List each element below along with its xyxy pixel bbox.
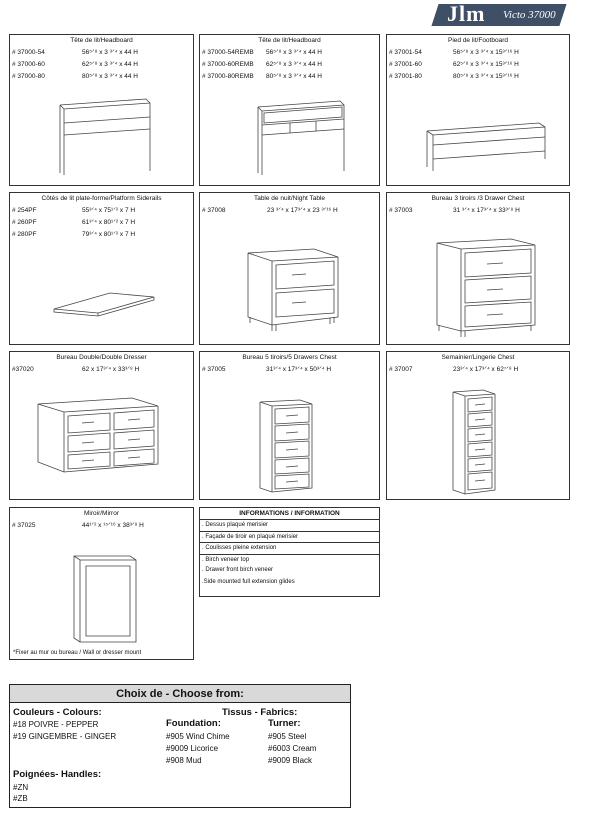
5-drawer-chest-drawing: [259, 399, 313, 493]
product-footboard: Pied de lit/Footboard # 37001-54 # 37001…: [386, 34, 570, 186]
product-dimensions: 61³ᐟ⁴ x 80¹ᐟ² x 7 H: [82, 219, 136, 226]
product-dimensions: 23 ³ᐟ⁴ x 17³ᐟ⁴ x 23 ³ᐟ¹⁶ H: [267, 207, 338, 214]
product-siderails: Côtés de lit plate-forme/Platform Sidera…: [9, 192, 194, 345]
product-title: Côtés de lit plate-forme/Platform Sidera…: [41, 195, 162, 202]
logo-text: Jlm: [447, 1, 486, 26]
lingerie-chest-drawing: [452, 389, 496, 495]
product-code: # 37008: [202, 207, 226, 214]
foundation-option: #908 Mud: [166, 756, 202, 765]
info-fr-line: . Coulisses pleine extension: [200, 542, 379, 554]
product-dimensions: 31³ᐟ⁴ x 17³ᐟ⁴ x 50³ᐟ⁴ H: [266, 366, 332, 373]
info-en-line: . Drawer front birch veneer: [202, 567, 274, 573]
product-title: Pied de lit/Footboard: [448, 37, 508, 44]
product-dimensions: 62⁵ᐟ⁸ x 3 ³ᐟ⁴ x 15³ᐟ¹⁶ H: [453, 61, 519, 68]
options-title: Choix de - Choose from:: [10, 685, 350, 703]
product-nightstand: Table de nuit/Night Table # 37008 23 ³ᐟ⁴…: [199, 192, 380, 345]
product-dimensions: 80⁵ᐟ⁸ x 3 ³ᐟ⁴ x 44 H: [266, 73, 323, 80]
product-code: # 37025: [12, 522, 36, 529]
product-title: Bureau 5 tiroirs/5 Drawers Chest: [242, 354, 337, 361]
handles-label: Poignées- Handles:: [13, 769, 102, 780]
brand-logo: Jlm Victo 37000: [431, 1, 567, 26]
product-3-drawer-chest: Bureau 3 tiroirs /3 Drawer Chest # 37003…: [386, 192, 570, 345]
product-dimensions: 31 ³ᐟ⁴ x 17³ᐟ⁴ x 33³ᐟ⁸ H: [453, 207, 520, 214]
info-fr-line: . Dessus plaqué merisier: [200, 519, 379, 531]
colour-option: #19 GINGEMBRE - GINGER: [13, 732, 117, 741]
turner-option: #905 Steel: [268, 732, 307, 741]
product-code: # 37007: [389, 366, 413, 373]
product-headboard: Tête de lit/Headboard # 37000-54 # 37000…: [9, 34, 194, 186]
product-code: #37020: [12, 366, 34, 373]
product-title: Bureau 3 tiroirs /3 Drawer Chest: [431, 195, 525, 202]
product-dimensions: 62⁵ᐟ⁸ x 3 ³ᐟ⁴ x 44 H: [266, 61, 323, 68]
handle-option: #ZB: [13, 794, 28, 803]
product-code: # 37000-60: [12, 61, 45, 68]
mirror-drawing: [73, 555, 137, 643]
colours-label: Couleurs - Colours:: [13, 707, 102, 718]
product-title: Semainier/Lingerie Chest: [441, 354, 515, 361]
mirror-mount-note: *Fixer au mur ou bureau / Wall or dresse…: [13, 650, 142, 656]
product-dimensions: 56⁵ᐟ⁸ x 3 ³ᐟ⁴ x 44 H: [266, 49, 323, 56]
product-double-dresser: Bureau Double/Double Dresser #37020 62 x…: [9, 351, 194, 500]
product-dimensions: 62 x 17³ᐟ⁴ x 33³ᐟ⁸ H: [82, 366, 140, 373]
model-name: Victo 37000: [503, 9, 556, 21]
product-lingerie-chest: Semainier/Lingerie Chest # 37007 23³ᐟ⁴ x…: [386, 351, 570, 500]
product-title: Bureau Double/Double Dresser: [56, 354, 147, 361]
colour-option: #18 POIVRE - PEPPER: [13, 720, 99, 729]
foundation-option: #9009 Licorice: [166, 744, 219, 753]
product-code: # 37000-80: [12, 73, 45, 80]
product-headboard-storage: Tête de lit/Headboard # 37000-54REMB # 3…: [199, 34, 380, 186]
foundation-option: #905 Wind Chime: [166, 732, 230, 741]
info-en-line: . Birch veneer top: [200, 553, 379, 566]
product-code: # 280PF: [12, 231, 37, 238]
options-box: Choix de - Choose from: Couleurs - Colou…: [9, 684, 351, 808]
product-title: Tête de lit/Headboard: [258, 37, 321, 44]
turner-option: #9009 Black: [268, 756, 313, 765]
foundation-label: Foundation:: [166, 718, 221, 729]
product-dimensions: 62⁵ᐟ⁸ x 3 ³ᐟ⁴ x 44 H: [82, 61, 139, 68]
product-dimensions: 80⁵ᐟ⁸ x 3 ³ᐟ⁴ x 44 H: [82, 73, 139, 80]
product-title: Tête de lit/Headboard: [70, 37, 133, 44]
headboard-drawing: [59, 98, 151, 175]
product-5-drawer-chest: Bureau 5 tiroirs/5 Drawers Chest # 37005…: [199, 351, 380, 500]
turner-option: #6003 Cream: [268, 744, 317, 753]
product-dimensions: 56⁵ᐟ⁸ x 3 ³ᐟ⁴ x 15³ᐟ¹⁶ H: [453, 49, 519, 56]
product-mirror: Miroir/Mirror # 37025 44¹ᐟ² x ¹⁵ᐟ¹⁶ x 38…: [9, 507, 194, 660]
information-box: INFORMATIONS / INFORMATION . Dessus plaq…: [199, 507, 380, 597]
nightstand-drawing: [247, 248, 339, 331]
product-code: # 37005: [202, 366, 226, 373]
product-code: # 37001-54: [389, 49, 422, 56]
3-drawer-chest-drawing: [436, 238, 536, 337]
information-title: INFORMATIONS / INFORMATION: [239, 510, 340, 517]
double-dresser-drawing: [37, 397, 159, 473]
siderails-drawing: [53, 292, 155, 317]
product-dimensions: 56⁵ᐟ⁸ x 3 ³ᐟ⁴ x 44 H: [82, 49, 139, 56]
product-code: # 254PF: [12, 207, 37, 214]
product-code: # 37000-54: [12, 49, 45, 56]
product-code: # 37003: [389, 207, 413, 214]
product-code: # 260PF: [12, 219, 37, 226]
product-code: # 37000-80REMB: [202, 73, 254, 80]
turner-label: Turner:: [268, 718, 301, 729]
product-dimensions: 55³ᐟ⁴ x 75¹ᐟ² x 7 H: [82, 207, 136, 214]
footboard-drawing: [426, 122, 546, 171]
product-code: # 37000-60REMB: [202, 61, 254, 68]
info-fr-line: . Façade de tiroir en plaqué merisier: [200, 530, 379, 543]
product-dimensions: 80⁵ᐟ⁸ x 3 ³ᐟ⁴ x 15³ᐟ¹⁶ H: [453, 73, 519, 80]
headboard-storage-drawing: [257, 100, 345, 175]
handle-option: #ZN: [13, 783, 29, 792]
fabrics-label: Tissus - Fabrics:: [222, 707, 298, 718]
product-code: # 37000-54REMB: [202, 49, 254, 56]
product-code: # 37001-80: [389, 73, 422, 80]
product-dimensions: 79³ᐟ⁴ x 80¹ᐟ² x 7 H: [82, 231, 136, 238]
product-code: # 37001-60: [389, 61, 422, 68]
product-dimensions: 23³ᐟ⁴ x 17³ᐟ⁴ x 62⁷ᐟ⁸ H: [453, 366, 519, 373]
product-title: Miroir/Mirror: [83, 510, 120, 517]
product-dimensions: 44¹ᐟ² x ¹⁵ᐟ¹⁶ x 38³ᐟ⁸ H: [82, 522, 144, 529]
info-en-line: .Side mounted full extension glides: [202, 578, 295, 585]
product-title: Table de nuit/Night Table: [253, 195, 326, 202]
